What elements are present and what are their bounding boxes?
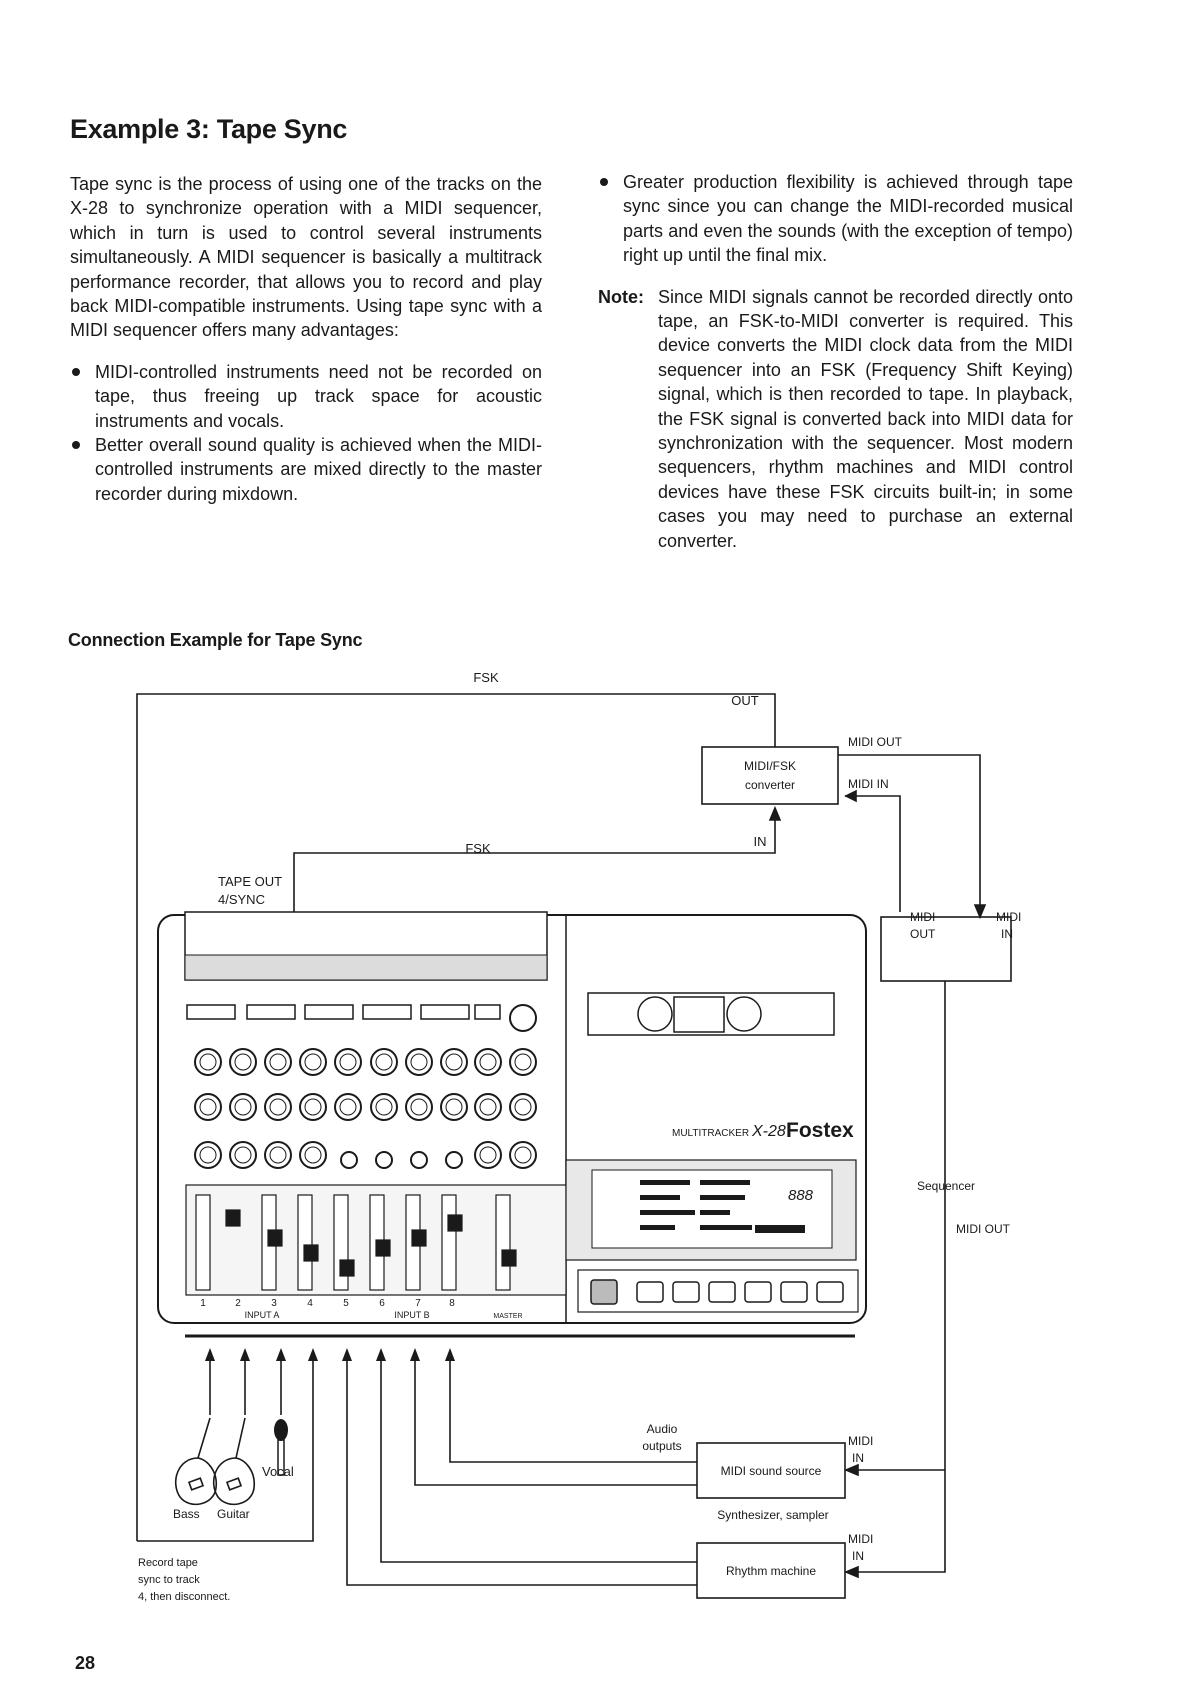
right-column: Greater production flexibility is achiev… — [598, 170, 1073, 553]
sequencer-label: Sequencer — [917, 1179, 975, 1193]
seq-out-to-conv-line — [845, 795, 901, 912]
in-label: IN — [754, 834, 767, 849]
channel-number: 5 — [343, 1298, 349, 1309]
level-meters — [640, 1180, 805, 1233]
microphone-icon — [274, 1419, 288, 1476]
record-note-label: Record tape — [138, 1557, 198, 1569]
tape-out-label: TAPE OUT — [218, 874, 282, 889]
audio-outputs-label: Audio — [647, 1422, 678, 1436]
channel-number: 1 — [200, 1298, 206, 1309]
transport-buttons — [590, 1279, 844, 1305]
bass-guitar-icon — [174, 1417, 218, 1506]
sound-source-midi-in-label: MIDI — [848, 1434, 873, 1448]
audio-line — [380, 1355, 697, 1563]
list-item: Better overall sound quality is achieved… — [70, 433, 542, 506]
record-note-label: 4, then disconnect. — [138, 1591, 230, 1603]
knob-inner-rings — [199, 1053, 532, 1164]
vocal-label: Vocal — [262, 1464, 294, 1479]
master-label: MASTER — [493, 1313, 522, 1320]
converter-label: converter — [745, 778, 795, 792]
input-arrows — [205, 1348, 455, 1361]
sound-source-box — [696, 1442, 846, 1499]
sequencer-midi-in-label: MIDI — [996, 910, 1021, 924]
audio-line — [346, 1355, 697, 1586]
rhythm-machine-midi-in-label: IN — [852, 1549, 864, 1563]
fsk-in-line — [293, 816, 776, 916]
bass-label: Bass — [173, 1507, 200, 1521]
audio-line — [414, 1355, 697, 1486]
midi-sound-source-label: MIDI sound source — [721, 1464, 822, 1478]
intro-paragraph: Tape sync is the process of using one of… — [70, 174, 542, 341]
converter-midi-out-label: MIDI OUT — [848, 735, 903, 749]
brand-logo: Fostex — [786, 1119, 854, 1142]
advantages-list: MIDI-controlled instruments need not be … — [70, 360, 542, 506]
record-note-label: sync to track — [138, 1574, 200, 1586]
sequencer-box — [880, 916, 1012, 982]
tape-out-label: 4/SYNC — [218, 892, 265, 907]
counter-display: 888 — [788, 1187, 814, 1204]
rhythm-machine-box — [696, 1542, 846, 1599]
sequencer-midi-out-label: MIDI — [910, 910, 935, 924]
brand-model-label: X-28 — [751, 1123, 786, 1140]
faders — [195, 1194, 517, 1291]
sound-source-midi-in-label: IN — [852, 1451, 864, 1465]
channel-number: 4 — [307, 1298, 313, 1309]
sequencer-midi-out-label: OUT — [910, 927, 936, 941]
guitar-label: Guitar — [217, 1507, 250, 1521]
fsk-out-line — [136, 693, 776, 1541]
fsk-mid-label: FSK — [465, 841, 491, 856]
converter-box — [701, 746, 839, 805]
fsk-in-arrow — [768, 805, 782, 821]
guitar-icon — [212, 1417, 256, 1506]
channel-numbers: 1 2 3 4 5 6 7 8 — [200, 1298, 455, 1309]
fsk-top-label: FSK — [473, 670, 499, 685]
audio-line — [449, 1355, 697, 1463]
input-a-label: INPUT A — [245, 1310, 280, 1320]
selector-switches — [186, 1004, 501, 1020]
record-sync-line — [137, 1355, 314, 1542]
channel-number: 6 — [379, 1298, 385, 1309]
note-text: Since MIDI signals cannot be recorded di… — [658, 286, 1073, 551]
sequencer-bottom-midi-out-label: MIDI OUT — [956, 1222, 1011, 1236]
channel-number: 7 — [415, 1298, 421, 1309]
converter-midi-in-label: MIDI IN — [848, 777, 889, 791]
audio-outputs-label: outputs — [642, 1439, 681, 1453]
seq-in-arrow — [973, 904, 987, 920]
knob-rows — [194, 1004, 537, 1169]
conv-in-arrow — [844, 789, 857, 803]
rhythm-machine-label: Rhythm machine — [726, 1564, 816, 1578]
list-item: MIDI-controlled instruments need not be … — [70, 360, 542, 433]
channel-number: 8 — [449, 1298, 455, 1309]
sequencer-midi-in-label: IN — [1001, 927, 1013, 941]
left-column: Tape sync is the process of using one of… — [70, 172, 542, 506]
page-number: 28 — [75, 1653, 96, 1673]
rhythm-machine-midi-in-label: MIDI — [848, 1532, 873, 1546]
list-item: Greater production flexibility is achiev… — [598, 170, 1073, 268]
channel-number: 2 — [235, 1298, 241, 1309]
note-label: Note: — [598, 286, 644, 307]
note-block: Note: Since MIDI signals cannot be recor… — [598, 285, 1073, 553]
sound-source-caption: Synthesizer, sampler — [717, 1508, 828, 1522]
channel-number: 3 — [271, 1298, 277, 1309]
input-b-label: INPUT B — [394, 1310, 429, 1320]
page-title: Example 3: Tape Sync — [70, 114, 348, 144]
seq-midi-out-line — [850, 981, 946, 1573]
diagram-title: Connection Example for Tape Sync — [68, 630, 363, 650]
ss-in-arrow — [843, 1463, 859, 1477]
converter-label: MIDI/FSK — [744, 759, 796, 773]
brand-small-label: MULTITRACKER — [672, 1128, 749, 1139]
advantages-list-continued: Greater production flexibility is achiev… — [598, 170, 1073, 268]
rm-in-arrow — [843, 1565, 859, 1579]
out-label: OUT — [731, 693, 759, 708]
conv-midi-out-line — [838, 754, 981, 912]
